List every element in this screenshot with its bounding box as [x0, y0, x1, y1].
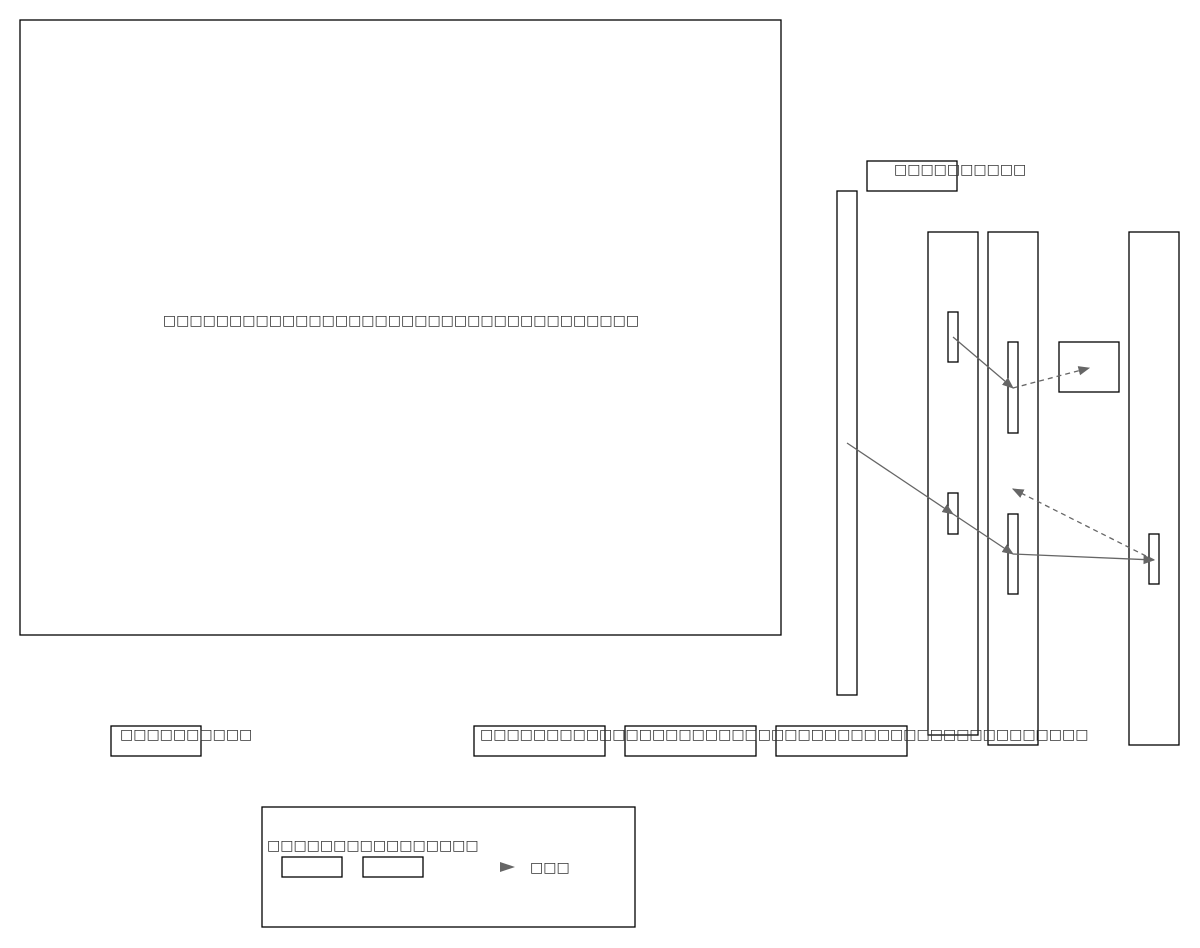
legend-swatch: [281, 856, 343, 878]
legend-arrow-label: □□□: [530, 860, 570, 876]
legend-label: □□□□□□□□□□□□□□□□: [267, 838, 479, 854]
top-label: □□□□□□□□□□: [894, 162, 1026, 178]
message-arrow: [1012, 553, 1156, 565]
message-arrow: [952, 336, 1014, 389]
activation-box: [1148, 533, 1160, 585]
bottom-long-label: □□□□□□□□□□□□□□□□□□□□□□□□□□□□□□□□□□□□□□□□…: [480, 727, 1088, 743]
lifeline-4: [1128, 231, 1180, 746]
legend-swatch: [362, 856, 424, 878]
main-panel: [19, 19, 782, 636]
top-node: [866, 160, 958, 192]
bottom-node-3: [775, 725, 908, 757]
message-arrow: [952, 513, 1014, 555]
bottom-left-node: [110, 725, 202, 757]
bottom-node-1: [473, 725, 606, 757]
legend-arrow-icon: [500, 862, 515, 872]
lifeline-2: [927, 231, 979, 736]
bottom-left-label: □□□□□□□□□□: [120, 727, 252, 743]
return-arrow: [1012, 366, 1091, 389]
message-arrow: [846, 442, 954, 515]
main-panel-label: □□□□□□□□□□□□□□□□□□□□□□□□□□□□□□□□□□□□: [163, 313, 639, 329]
bottom-node-2: [624, 725, 757, 757]
lifeline-3: [987, 231, 1039, 746]
note-box: [1058, 341, 1120, 393]
